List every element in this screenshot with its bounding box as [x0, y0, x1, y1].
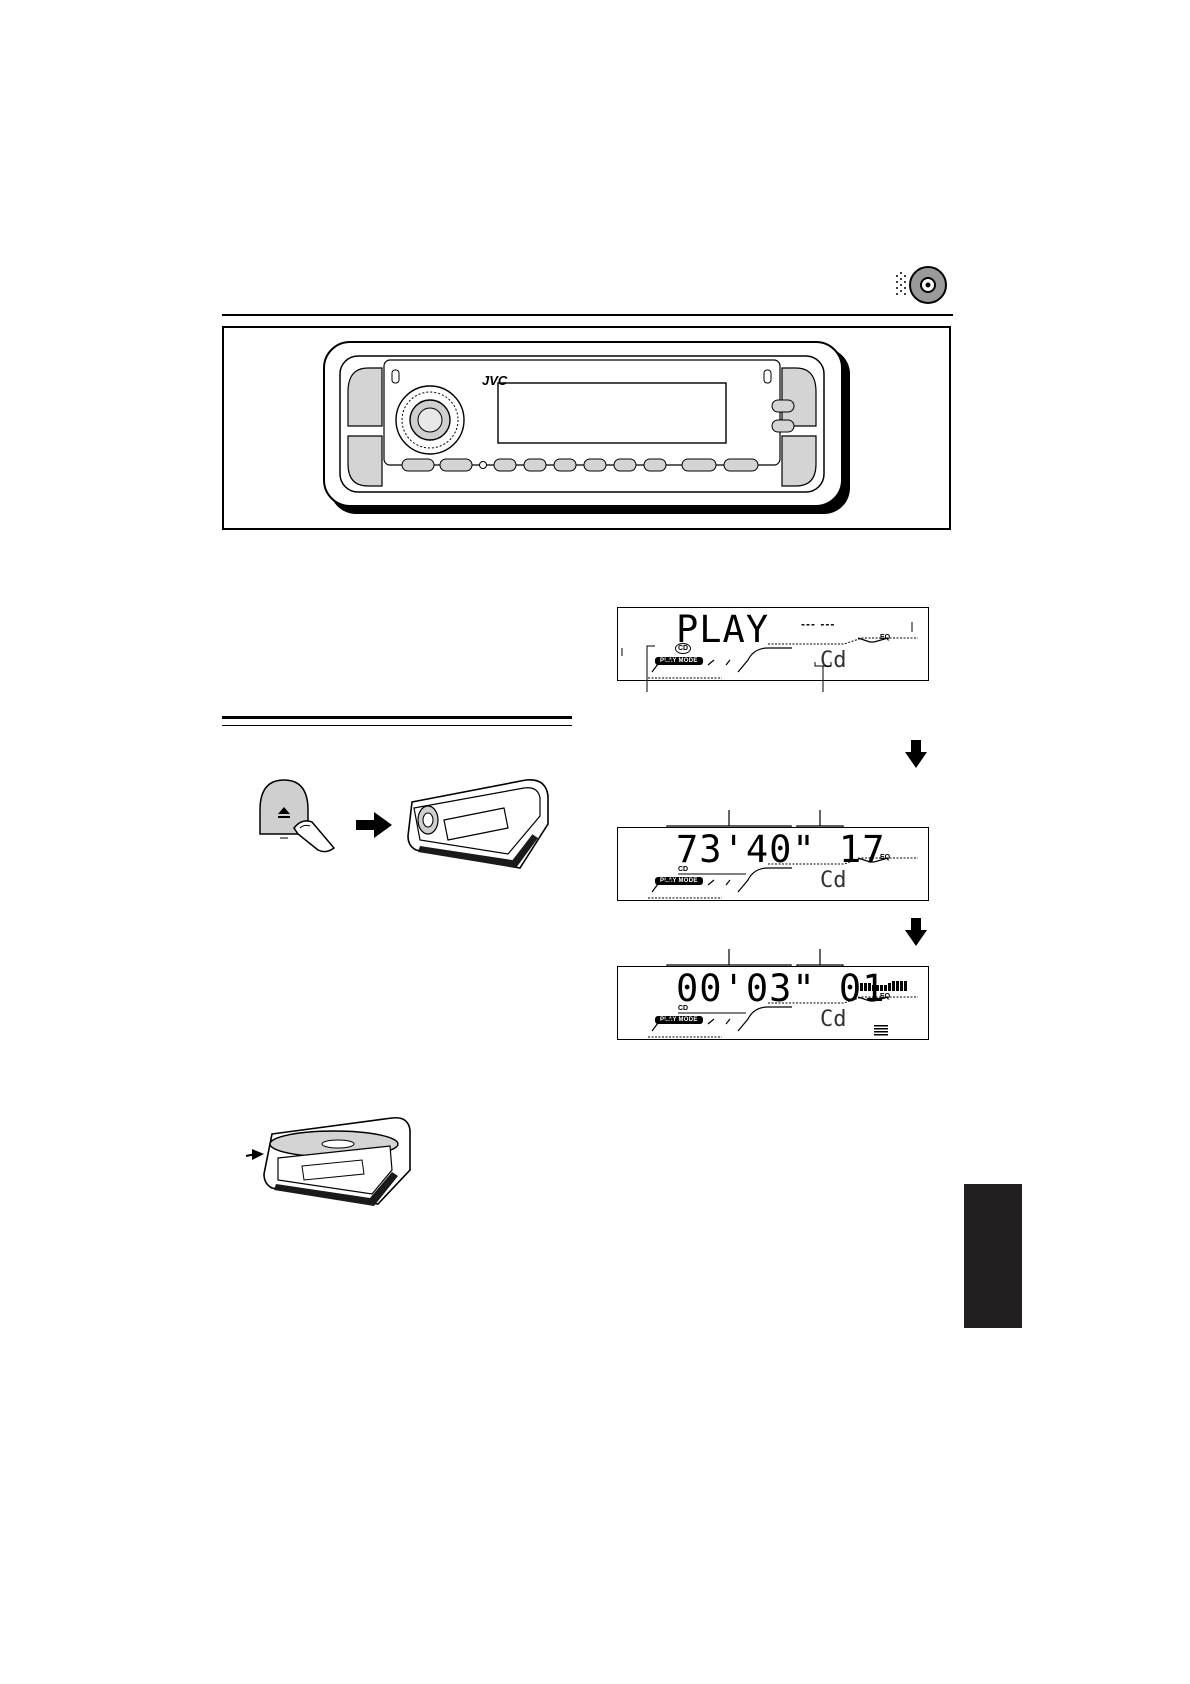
lcd-callout-lines: [646, 645, 832, 692]
lcd-segment-lines: [648, 857, 918, 899]
level-meter-icon: [860, 981, 907, 991]
lcd-display-elapsed-time: 00'03" 01 CD PLAY MODE EQ Cd: [617, 966, 929, 1040]
cd-indicator: CD: [678, 1005, 689, 1012]
lcd-segment-lines: [648, 981, 918, 1038]
arrow-down-icon: [905, 918, 927, 946]
lcd-aux-text: --- ---: [801, 617, 836, 631]
lcd-main-text: PLAY: [676, 608, 770, 651]
eq-indicator: EQ: [880, 993, 891, 1000]
cd-source-segment: Cd: [820, 1007, 847, 1032]
eject-button-illustration: [254, 774, 344, 854]
cd-source-segment: Cd: [820, 868, 847, 893]
eq-indicator: EQ: [880, 854, 891, 861]
cd-source-segment: Cd: [820, 648, 847, 673]
arrow-right-icon: [356, 812, 392, 838]
lcd-segment-lines: [621, 622, 918, 679]
front-panel-frame: JVC: [222, 326, 951, 530]
cd-indicator: CD: [675, 643, 692, 654]
header-rule: [222, 314, 953, 316]
arrow-down-icon: [905, 740, 927, 768]
section-tab: [964, 1184, 1022, 1328]
lcd-display-total-time: 73'40" 17 CD PLAY MODE EQ Cd: [617, 827, 929, 901]
section-rule: [222, 716, 572, 726]
play-mode-indicator: PLAY MODE: [655, 657, 703, 665]
open-panel-illustration: [404, 776, 554, 874]
bars-icon: [874, 1025, 888, 1036]
play-mode-indicator: PLAY MODE: [655, 877, 703, 885]
cd-indicator: CD: [678, 866, 689, 873]
insert-disc-illustration: [242, 1114, 414, 1208]
cd-section-icon: [893, 266, 953, 306]
eq-indicator: EQ: [880, 634, 891, 641]
lcd-main-text: 73'40" 17: [676, 828, 886, 871]
brand-logo: JVC: [482, 373, 508, 388]
lcd-display-play: PLAY --- --- CD PLAY MODE EQ Cd: [617, 607, 929, 681]
play-mode-indicator: PLAY MODE: [655, 1016, 703, 1024]
